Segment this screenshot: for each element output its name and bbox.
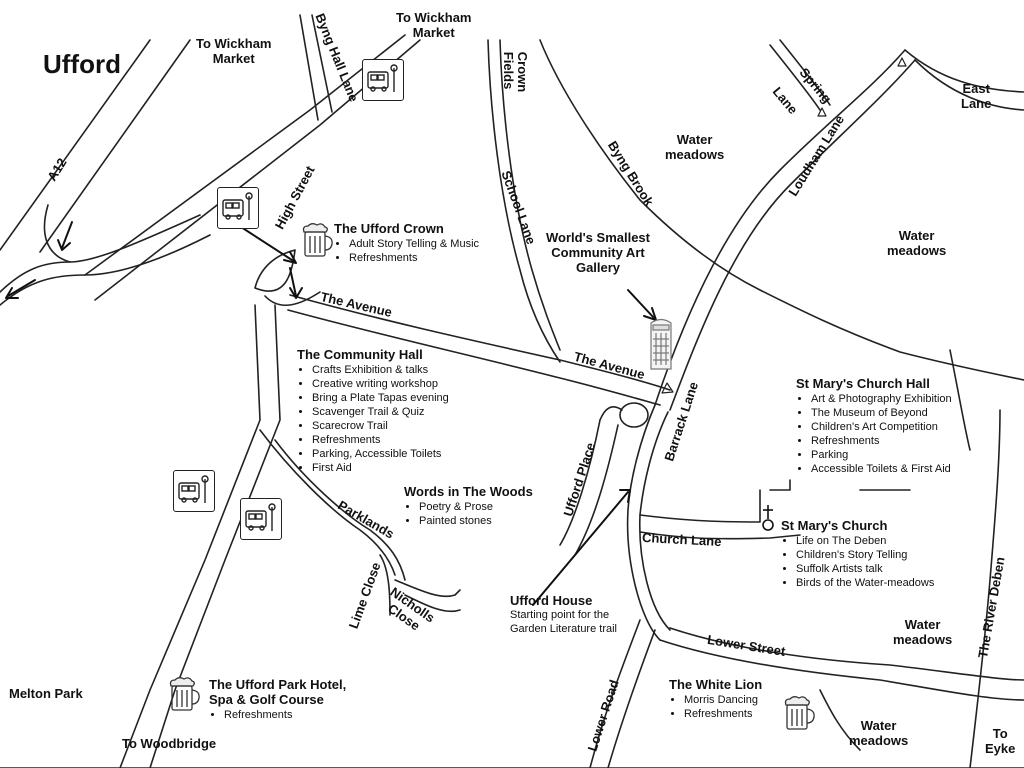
water-meadows-label: Water meadows xyxy=(849,718,909,748)
beer-mug-icon xyxy=(169,677,200,711)
poi-community-hall: The Community Hall Crafts Exhibition & t… xyxy=(297,347,449,475)
phone-box-icon xyxy=(650,318,672,370)
poi-item: Refreshments xyxy=(811,434,952,448)
poi-ufford-house: Ufford House Starting point for the Gard… xyxy=(510,593,617,636)
poi-item: Creative writing workshop xyxy=(312,377,449,391)
poi-item: Scavenger Trail & Quiz xyxy=(312,405,449,419)
bus-stop-icon xyxy=(362,59,404,101)
east-lane-label: East Lane xyxy=(961,81,992,111)
map-title: Ufford xyxy=(43,49,121,79)
poi-item: Children's Art Competition xyxy=(811,420,952,434)
water-meadows-label: Water meadows xyxy=(665,132,725,162)
poi-subtitle: Starting point for the Garden Literature… xyxy=(510,609,617,635)
poi-item: Morris Dancing xyxy=(684,693,762,707)
to-wickham-market-label: To Wickham Market xyxy=(396,10,472,40)
poi-item: Refreshments xyxy=(684,707,762,721)
to-woodbridge-label: To Woodbridge xyxy=(122,736,217,751)
poi-item: Birds of the Water-meadows xyxy=(796,576,934,590)
melton-park-label: Melton Park xyxy=(9,686,83,701)
poi-item: Scarecrow Trail xyxy=(312,419,449,433)
poi-title: World's Smallest Community Art Gallery xyxy=(546,230,650,275)
poi-title: The Community Hall xyxy=(297,347,423,362)
poi-title: St Mary's Church Hall xyxy=(796,376,930,391)
poi-title: Ufford House xyxy=(510,593,593,608)
poi-words-in-the-woods: Words in The Woods Poetry & Prose Painte… xyxy=(404,484,533,528)
poi-art-gallery: World's Smallest Community Art Gallery xyxy=(546,230,650,275)
poi-item: Art & Photography Exhibition xyxy=(811,392,952,406)
poi-item: Refreshments xyxy=(312,433,449,447)
beer-mug-icon xyxy=(784,696,815,730)
to-eyke-label: To Eyke xyxy=(985,726,1016,756)
poi-title: The White Lion xyxy=(669,677,763,692)
poi-title: Words in The Woods xyxy=(404,484,533,499)
poi-item: Children's Story Telling xyxy=(796,548,934,562)
poi-title: The Ufford Crown xyxy=(334,221,444,236)
poi-title: The Ufford Park Hotel, Spa & Golf Course xyxy=(209,677,347,707)
poi-white-lion: The White Lion Morris Dancing Refreshmen… xyxy=(669,677,762,721)
poi-ufford-crown: The Ufford Crown Adult Story Telling & M… xyxy=(334,221,479,265)
bus-stop-icon xyxy=(173,470,215,512)
poi-item: Adult Story Telling & Music xyxy=(349,237,479,251)
poi-item: Poetry & Prose xyxy=(419,500,533,514)
poi-item: Refreshments xyxy=(349,251,479,265)
water-meadows-label: Water meadows xyxy=(893,617,953,647)
poi-item: Bring a Plate Tapas evening xyxy=(312,391,449,405)
poi-item: Refreshments xyxy=(224,708,346,722)
poi-item: First Aid xyxy=(312,461,449,475)
poi-item: Painted stones xyxy=(419,514,533,528)
road-label-crown-fields: Crown Fields xyxy=(501,51,531,93)
poi-item: Parking, Accessible Toilets xyxy=(312,447,449,461)
poi-item: Life on The Deben xyxy=(796,534,934,548)
poi-title: St Mary's Church xyxy=(781,518,888,533)
poi-st-marys-church: St Mary's Church Life on The Deben Child… xyxy=(781,518,934,590)
beer-mug-icon xyxy=(302,223,333,257)
church-cross-icon xyxy=(762,505,774,531)
poi-item: Suffolk Artists talk xyxy=(796,562,934,576)
poi-item: The Museum of Beyond xyxy=(811,406,952,420)
to-wickham-market-label: To Wickham Market xyxy=(196,36,272,66)
poi-church-hall: St Mary's Church Hall Art & Photography … xyxy=(796,376,952,476)
bus-stop-icon xyxy=(217,187,259,229)
poi-item: Parking xyxy=(811,448,952,462)
bus-stop-icon xyxy=(240,498,282,540)
poi-item: Accessible Toilets & First Aid xyxy=(811,462,952,476)
poi-item: Crafts Exhibition & talks xyxy=(312,363,449,377)
direction-arrow-icon xyxy=(5,221,657,606)
water-meadows-label: Water meadows xyxy=(887,228,947,258)
poi-ufford-park-hotel: The Ufford Park Hotel, Spa & Golf Course… xyxy=(209,677,346,722)
